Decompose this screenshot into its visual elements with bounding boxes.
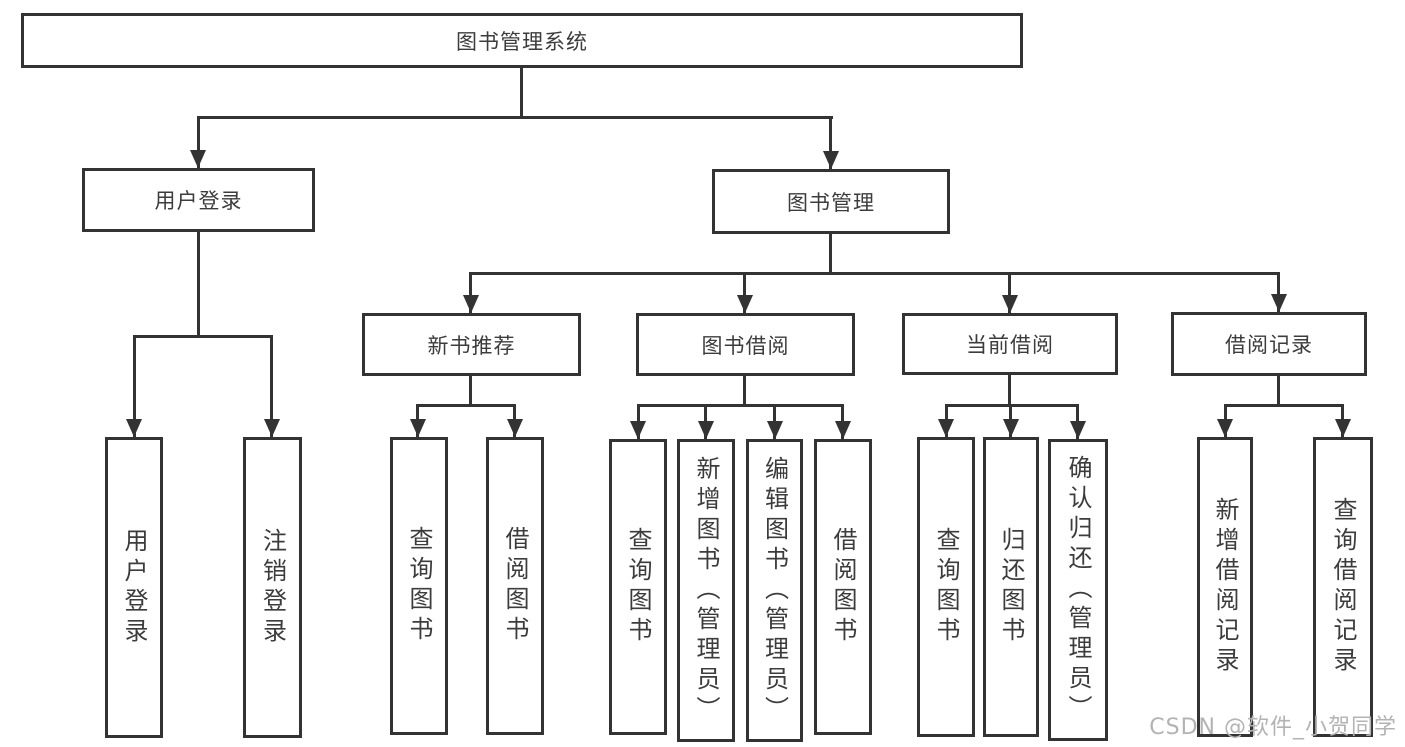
arrow-down-icon: [1070, 421, 1086, 439]
leaf-label: 借阅图书: [829, 527, 857, 647]
leaf-label: 查询图书: [405, 526, 433, 646]
arrow-down-icon: [126, 419, 142, 437]
connector: [197, 232, 200, 338]
arrow-down-icon: [507, 419, 523, 437]
node-library-system: 图书管理系统: [21, 13, 1023, 68]
leaf-confirm-return-admin: 确认归还（管理员）: [1048, 439, 1108, 741]
arrow-down-icon: [698, 421, 714, 439]
arrow-down-icon: [1217, 419, 1233, 437]
leaf-return-books: 归还图书: [983, 437, 1039, 737]
leaf-label: 查询借阅记录: [1329, 497, 1357, 677]
node-current-borrowing: 当前借阅: [902, 313, 1118, 375]
arrow-down-icon: [1003, 419, 1019, 437]
arrow-down-icon: [264, 419, 280, 437]
node-book-borrowing: 图书借阅: [636, 313, 855, 376]
connector: [197, 116, 833, 119]
arrow-down-icon: [190, 150, 206, 168]
leaf-query-borrow-record: 查询借阅记录: [1313, 437, 1373, 737]
node-book-management: 图书管理: [712, 169, 950, 234]
connector: [133, 335, 273, 338]
connector: [743, 376, 746, 407]
leaf-query-books: 查询图书: [609, 439, 667, 735]
connector: [945, 404, 1079, 407]
connector: [1277, 272, 1280, 312]
connector: [1008, 272, 1011, 313]
connector: [469, 272, 472, 313]
leaf-edit-books-admin: 编辑图书（管理员）: [746, 439, 803, 742]
leaf-label: 查询图书: [624, 527, 652, 647]
connector: [270, 335, 273, 437]
arrow-down-icon: [938, 419, 954, 437]
leaf-label: 借阅图书: [501, 526, 529, 646]
arrow-down-icon: [1335, 419, 1351, 437]
leaf-label: 确认归还（管理员）: [1064, 455, 1092, 725]
arrow-down-icon: [835, 421, 851, 439]
leaf-label: 用户登录: [120, 527, 148, 648]
leaf-label: 编辑图书（管理员）: [760, 455, 789, 726]
leaf-logout: 注销登录: [243, 437, 302, 738]
node-user-login: 用户登录: [82, 168, 315, 232]
arrow-down-icon: [463, 295, 479, 313]
connector: [416, 404, 516, 407]
connector: [197, 116, 200, 168]
arrow-down-icon: [1271, 294, 1287, 312]
connector: [520, 68, 523, 117]
leaf-add-books-admin: 新增图书（管理员）: [677, 439, 735, 742]
arrow-down-icon: [410, 419, 426, 437]
node-new-book-recommend: 新书推荐: [362, 313, 581, 376]
leaf-borrow-books: 借阅图书: [814, 439, 872, 735]
connector: [1277, 376, 1280, 407]
leaf-add-borrow-record: 新增借阅记录: [1197, 437, 1253, 737]
connector: [637, 404, 844, 407]
node-borrowing-records: 借阅记录: [1171, 312, 1367, 376]
leaf-label: 新增借阅记录: [1211, 497, 1239, 677]
leaf-query-books: 查询图书: [917, 437, 975, 737]
leaf-borrow-books: 借阅图书: [486, 437, 544, 735]
leaf-query-books: 查询图书: [390, 437, 448, 735]
arrow-down-icon: [1002, 295, 1018, 313]
arrow-down-icon: [767, 421, 783, 439]
leaf-label: 新增图书（管理员）: [692, 455, 720, 726]
connector: [469, 376, 472, 407]
arrow-down-icon: [823, 151, 839, 169]
connector: [829, 116, 832, 169]
connector: [469, 272, 1280, 275]
connector: [743, 272, 746, 313]
connector: [1008, 375, 1011, 407]
arrow-down-icon: [737, 295, 753, 313]
arrow-down-icon: [630, 421, 646, 439]
leaf-label: 查询图书: [932, 527, 960, 647]
connector: [1224, 404, 1344, 407]
connector: [133, 335, 136, 437]
leaf-label: 注销登录: [258, 527, 287, 648]
leaf-user-login: 用户登录: [105, 437, 163, 738]
leaf-label: 归还图书: [997, 527, 1025, 647]
connector: [829, 234, 832, 275]
